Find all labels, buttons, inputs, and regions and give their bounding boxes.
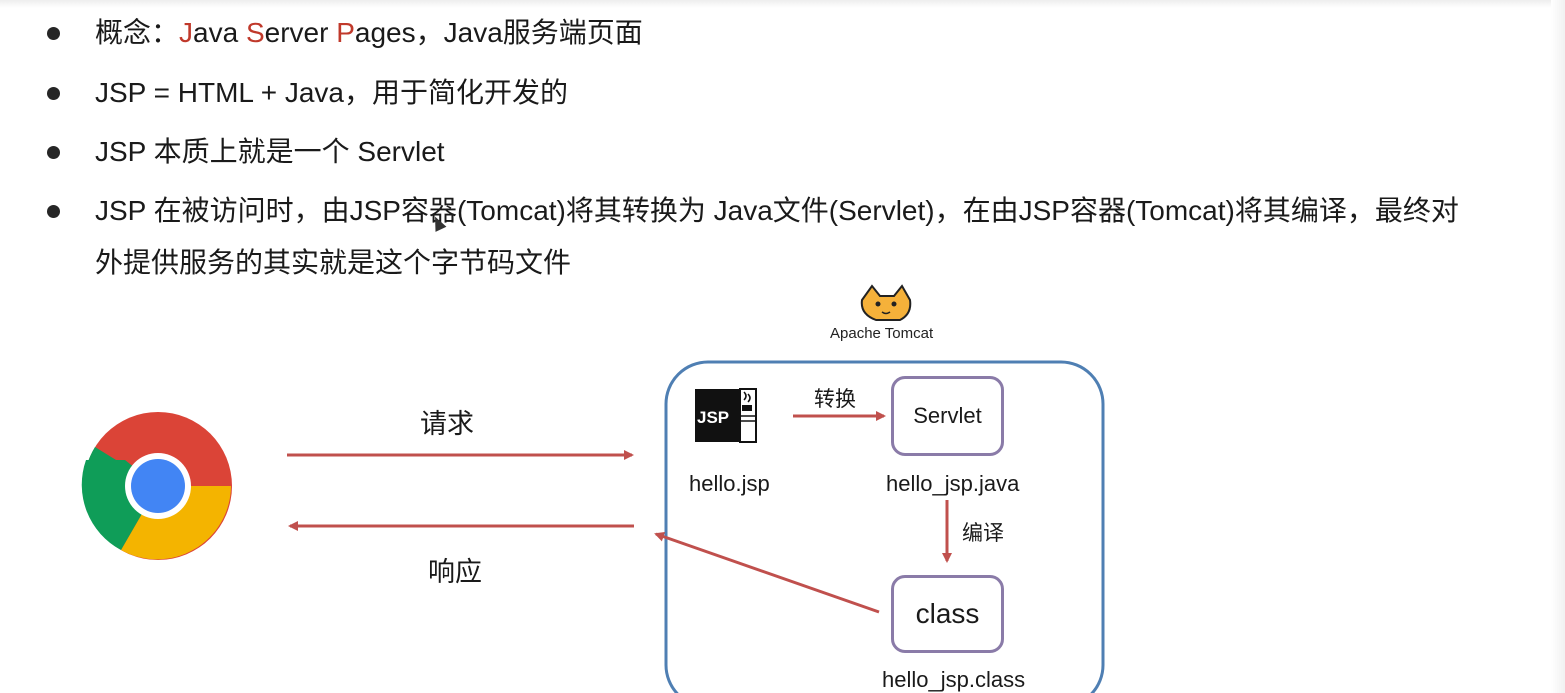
bullet-text-segment: ava bbox=[193, 17, 246, 48]
top-edge bbox=[0, 0, 1565, 8]
bullet-jsp-process-cont: 外提供服务的其实就是这个字节码文件 bbox=[95, 247, 572, 278]
bullet-concept: 概念：Java Server Pages，Java服务端页面 bbox=[95, 15, 643, 51]
class-file-label: hello_jsp.class bbox=[882, 667, 1026, 692]
bullet-text-segment: 概念： bbox=[95, 17, 180, 48]
class-box: class bbox=[891, 575, 1004, 653]
servlet-file-label: hello_jsp.java bbox=[886, 471, 1020, 496]
tomcat-container bbox=[664, 360, 1105, 693]
bullet-jsp-equals: JSP = HTML + Java，用于简化开发的 bbox=[95, 77, 568, 108]
bullet-jsp-servlet: JSP 本质上就是一个 Servlet bbox=[95, 136, 445, 167]
tomcat-logo-icon bbox=[860, 284, 912, 321]
chrome-browser-icon bbox=[81, 412, 232, 560]
jsp-file-icon: JSP bbox=[695, 388, 757, 443]
bullet-dot bbox=[47, 146, 60, 159]
class-output-arrow bbox=[654, 531, 880, 614]
jsp-icon-text: JSP bbox=[697, 408, 729, 427]
convert-label: 转换 bbox=[814, 388, 856, 411]
bullet-list: 概念：Java Server Pages，Java服务端页面 JSP = HTM… bbox=[0, 0, 1565, 300]
highlight-letter: P bbox=[336, 17, 355, 48]
highlight-letter: S bbox=[245, 17, 265, 48]
servlet-box: Servlet bbox=[891, 376, 1004, 456]
right-edge bbox=[1551, 0, 1565, 693]
highlight-letter: J bbox=[179, 17, 194, 48]
tomcat-label: Apache Tomcat bbox=[830, 325, 934, 342]
bullet-jsp-process: JSP 在被访问时，由JSP容器(Tomcat)将其转换为 Java文件(Ser… bbox=[95, 195, 1459, 226]
bullet-text-segment: erver bbox=[264, 17, 337, 48]
response-label: 响应 bbox=[428, 557, 482, 587]
compile-label: 编译 bbox=[962, 522, 1004, 545]
jsp-file-label: hello.jsp bbox=[689, 471, 770, 496]
bullet-dot bbox=[47, 87, 60, 100]
bullet-dot bbox=[47, 27, 60, 40]
request-label: 请求 bbox=[420, 409, 474, 439]
bullet-dot bbox=[47, 205, 60, 218]
bullet-text-segment: ages，Java服务端页面 bbox=[354, 17, 643, 48]
